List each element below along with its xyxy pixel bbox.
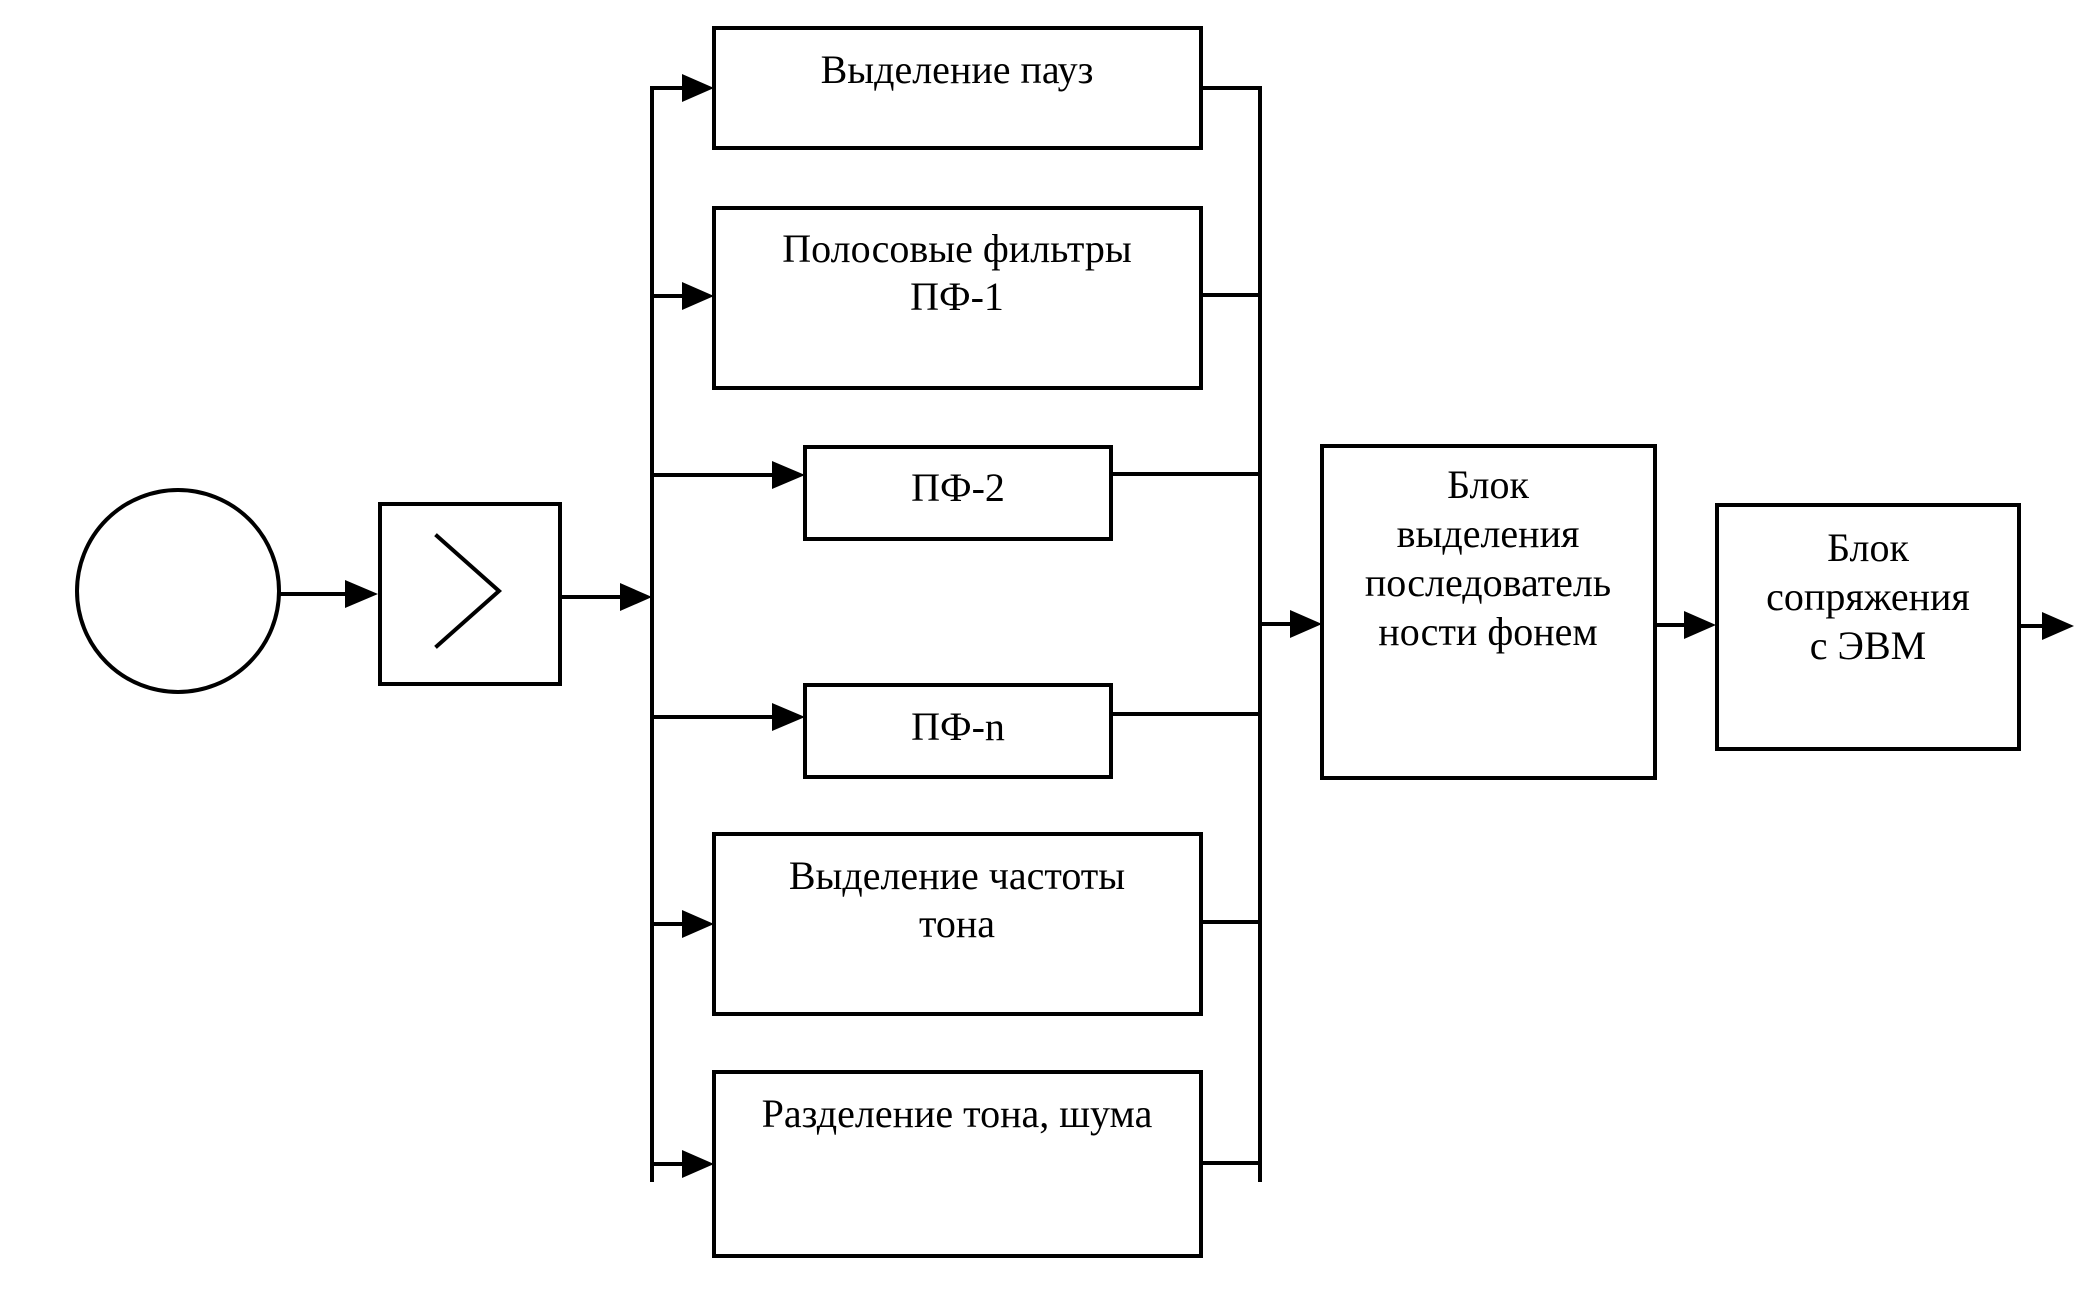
tone-noise-separation-block bbox=[712, 1070, 1203, 1258]
arrowhead-output bbox=[2042, 612, 2074, 640]
phoneme-sequence-label-line2: выделения bbox=[1397, 511, 1580, 556]
computer-interface-label-line2: сопряжения bbox=[1766, 574, 1970, 619]
pfn-filter-label: ПФ-n bbox=[911, 704, 1005, 749]
tone-noise-separation-label: Разделение тона, шума bbox=[762, 1091, 1153, 1136]
phoneme-sequence-label-line4: ности фонем bbox=[1378, 609, 1597, 654]
phoneme-sequence-label-line1: Блок bbox=[1447, 462, 1529, 507]
arrowhead-to-bandpass bbox=[682, 282, 714, 310]
phoneme-sequence-label-line3: последователь bbox=[1365, 560, 1611, 605]
pitch-detection-label-line1: Выделение частоты bbox=[789, 853, 1125, 898]
microphone-symbol bbox=[75, 488, 281, 694]
arrowhead-to-interface bbox=[1684, 611, 1716, 639]
arrowhead-mic-to-amplifier bbox=[345, 580, 378, 608]
computer-interface-block bbox=[1715, 503, 2021, 751]
pitch-detection-label-line2: тона bbox=[919, 901, 995, 946]
pfn-filter-block bbox=[803, 683, 1113, 779]
amplifier-symbol-icon bbox=[434, 533, 503, 649]
arrowhead-to-pf2 bbox=[772, 461, 805, 489]
arrowhead-to-pfn bbox=[772, 703, 805, 731]
bandpass-filters-label-line1: Полосовые фильтры bbox=[782, 226, 1131, 271]
amplifier-block bbox=[378, 502, 562, 686]
pauses-detection-block bbox=[712, 26, 1203, 150]
phoneme-sequence-block bbox=[1320, 444, 1657, 780]
arrowhead-to-pitch bbox=[682, 910, 714, 938]
computer-interface-label-line1: Блок bbox=[1827, 525, 1909, 570]
bandpass-filters-block bbox=[712, 206, 1203, 390]
bandpass-filters-label-line2: ПФ-1 bbox=[910, 274, 1004, 319]
arrowhead-to-tone-noise bbox=[682, 1150, 714, 1178]
pauses-detection-label: Выделение пауз bbox=[821, 47, 1094, 92]
arrowhead-amplifier-to-bus bbox=[620, 583, 652, 611]
arrowhead-to-phoneme-block bbox=[1290, 610, 1322, 638]
pf2-filter-block bbox=[803, 445, 1113, 541]
computer-interface-label-line3: с ЭВМ bbox=[1810, 623, 1926, 668]
arrowhead-to-pauses bbox=[682, 74, 714, 102]
pf2-filter-label: ПФ-2 bbox=[911, 465, 1005, 510]
